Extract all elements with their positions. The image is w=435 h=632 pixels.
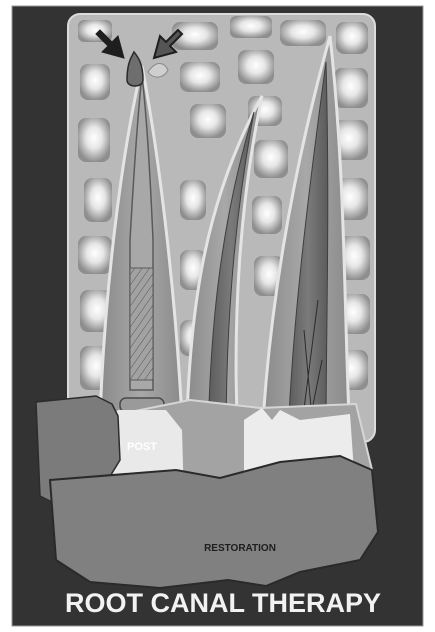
post-hatched-section <box>130 268 153 380</box>
restoration-label: RESTORATION <box>204 543 276 554</box>
diagram-title: ROOT CANAL THERAPY <box>65 588 381 618</box>
post-label: POST <box>127 441 157 453</box>
